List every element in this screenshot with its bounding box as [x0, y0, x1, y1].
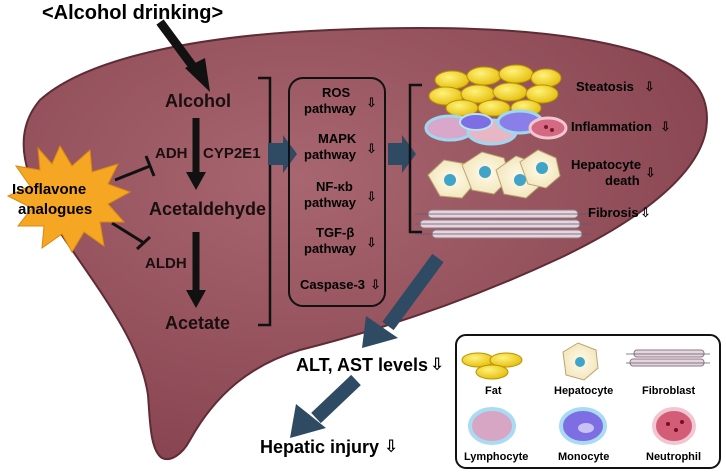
outcome-to-alt-head — [362, 316, 398, 348]
legend-label-fat: Fat — [485, 385, 502, 397]
legend-label-lymphocyte: Lymphocyte — [464, 451, 529, 463]
down-arrow-icon: ⇩ — [660, 119, 671, 134]
down-arrow-icon: ⇩ — [366, 189, 377, 204]
adh-label: ADH — [155, 145, 188, 162]
down-arrow-icon: ⇩ — [430, 355, 445, 374]
cyp2e1-label: CYP2E1 — [203, 145, 261, 162]
fat-icon — [461, 352, 523, 380]
down-arrow-icon: ⇩ — [384, 437, 399, 456]
pathway-mapk-1: MAPK — [318, 131, 357, 146]
entry-arrow — [156, 19, 201, 75]
pathway-tgfb-2: pathway — [304, 241, 357, 256]
acetaldehyde-to-acetate-head — [186, 290, 206, 308]
neutrophil-icon — [652, 407, 696, 445]
pathway-tgfb-1: TGF-β — [316, 225, 355, 240]
entry-arrowhead — [185, 58, 210, 92]
isoflavone-burst — [6, 144, 132, 253]
outcome-to-alt-arrow — [382, 253, 444, 331]
hepatocyte-death-label-2: death — [605, 173, 640, 188]
legend-label-neutrophil: Neutrophil — [646, 451, 701, 463]
legend-label-hepatocyte: Hepatocyte — [554, 385, 614, 397]
outcome-bracket — [408, 83, 422, 234]
inhibit-adh-bar — [144, 155, 156, 177]
legend-box — [455, 334, 721, 469]
steatosis-label: Steatosis — [576, 79, 634, 94]
fibroblast-icon — [626, 349, 710, 367]
down-arrow-icon: ⇩ — [645, 165, 656, 180]
fibrosis-fibroblasts — [415, 209, 590, 239]
pathway-mapk-2: pathway — [304, 147, 357, 162]
inhibit-adh-line — [114, 164, 151, 182]
down-arrow-icon: ⇩ — [366, 95, 377, 110]
inflammation-label: Inflammation — [571, 119, 652, 134]
hepatocyte-death-cells — [427, 149, 561, 199]
hepatocyte-icon — [562, 342, 599, 381]
hepatocyte-death-label-1: Hepatocyte — [571, 157, 642, 172]
legend-label-fibroblast: Fibroblast — [642, 385, 696, 397]
steatosis-fat-cluster — [428, 64, 562, 117]
hepatic-injury-label: Hepatic injury — [260, 437, 380, 457]
legend-label-monocyte: Monocyte — [558, 451, 610, 463]
down-arrow-icon: ⇩ — [370, 277, 381, 292]
inhibit-aldh-bar — [135, 235, 152, 251]
inhibitor-label-line2: analogues — [18, 201, 93, 218]
aldh-label: ALDH — [145, 255, 187, 272]
acetaldehyde-label: Acetaldehyde — [149, 199, 267, 219]
down-arrow-icon: ⇩ — [366, 141, 377, 156]
alt-to-injury-head — [290, 404, 326, 438]
acetate-label: Acetate — [165, 313, 231, 333]
down-arrow-icon: ⇩ — [644, 79, 655, 94]
pathway-ros-1: ROS — [322, 85, 351, 100]
lymphocyte-icon — [468, 407, 516, 445]
alt-ast-label: ALT, AST levels — [296, 355, 429, 375]
alcohol-label: Alcohol — [165, 91, 231, 111]
fibrosis-label: Fibrosis — [588, 205, 639, 220]
down-arrow-icon: ⇩ — [366, 235, 377, 250]
metabolism-bracket — [258, 76, 272, 327]
pathway-nfkb-2: pathway — [304, 195, 357, 210]
diagram-title: <Alcohol drinking> — [42, 2, 224, 24]
down-arrow-icon: ⇩ — [640, 205, 651, 220]
monocyte-icon — [559, 407, 607, 445]
alcohol-to-acetaldehyde-head — [186, 172, 206, 190]
inflammation-cells — [424, 109, 568, 146]
pathway-box — [288, 77, 386, 307]
alt-to-injury-arrow — [311, 374, 361, 424]
inhibitor-label-line1: Isoflavone — [12, 181, 87, 198]
pathway-nfkb-1: NF-κb — [316, 179, 353, 194]
inhibit-aldh-line — [111, 221, 145, 245]
pathway-caspase3: Caspase-3 — [300, 277, 366, 292]
pathway-ros-2: pathway — [304, 101, 357, 116]
